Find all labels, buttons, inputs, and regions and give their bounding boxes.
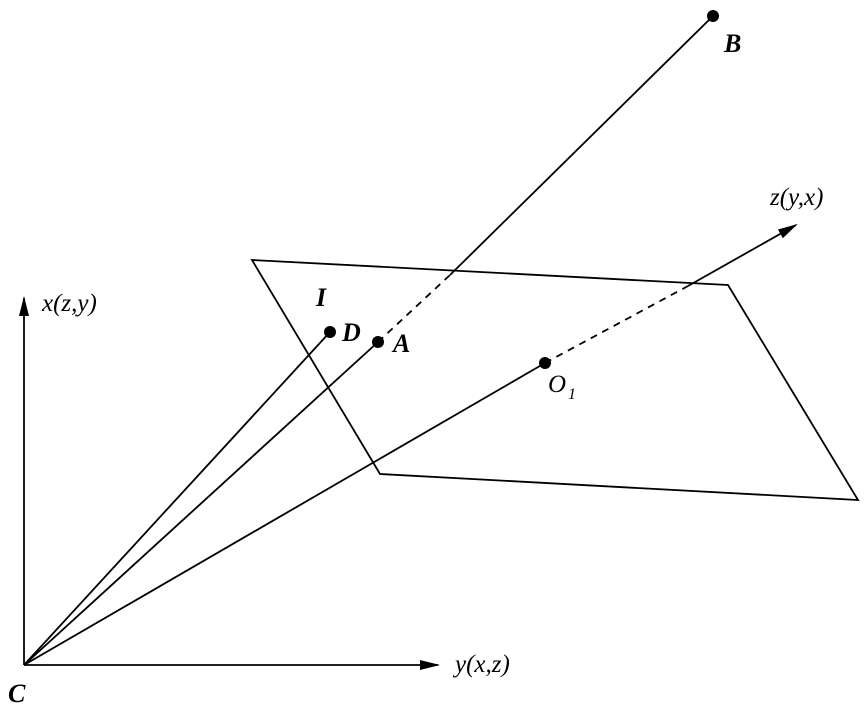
optical-axis-c-o1 xyxy=(23,362,546,666)
label-o1: O xyxy=(548,371,566,398)
label-b: B xyxy=(723,29,741,58)
point-b xyxy=(707,10,719,22)
label-i: I xyxy=(315,283,327,312)
ray-plane-edge-b xyxy=(449,15,714,276)
point-o1 xyxy=(539,357,551,369)
point-a xyxy=(372,336,384,348)
label-vertical-axis: x(z,y) xyxy=(41,290,97,317)
optical-axis-beyond xyxy=(687,224,798,287)
label-d: D xyxy=(341,318,361,347)
label-c: C xyxy=(8,679,26,708)
ray-a-plane-edge-dashed xyxy=(377,274,451,343)
image-plane xyxy=(250,259,860,501)
optical-axis-o1-edge-dashed xyxy=(544,285,689,364)
point-d xyxy=(324,326,336,338)
label-a: A xyxy=(391,329,410,358)
label-horizontal-axis: y(x,z) xyxy=(452,651,510,678)
label-o1-subscript: 1 xyxy=(568,386,576,403)
ray-c-a xyxy=(23,341,379,666)
ray-c-d xyxy=(23,331,331,666)
label-oblique-axis: z(y,x) xyxy=(769,184,823,211)
